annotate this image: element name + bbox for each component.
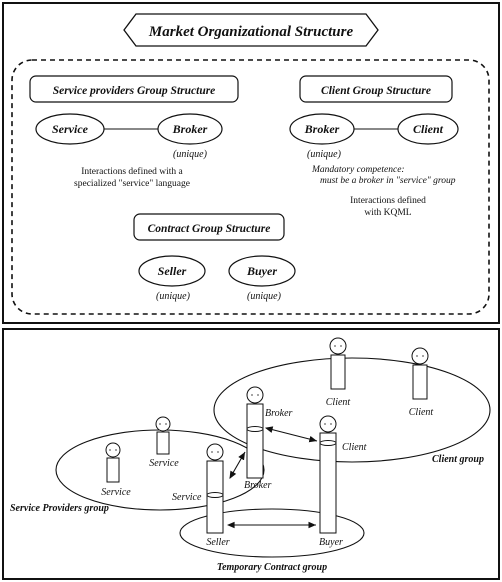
seller-role-label: Seller bbox=[158, 264, 187, 278]
service-role-ellipse bbox=[35, 113, 105, 145]
mandatory-competence-line2: must be a broker in "service" group bbox=[320, 176, 456, 186]
service-agent-2-label: Service bbox=[101, 487, 131, 498]
service-group-structure-title: Service providers Group Structure bbox=[53, 85, 216, 97]
service-role-label: Service bbox=[52, 122, 89, 136]
temporary-contract-group-ellipse bbox=[179, 508, 365, 558]
temporary-contract-group-label: Temporary Contract group bbox=[217, 562, 327, 573]
buyer-client-agent-label: Client bbox=[342, 442, 367, 453]
contract-group-structure-title: Contract Group Structure bbox=[148, 223, 271, 235]
service-group-structure-box bbox=[29, 75, 239, 103]
client-group-structure-title: Client Group Structure bbox=[321, 85, 431, 97]
seller-service-agent bbox=[206, 443, 224, 534]
mandatory-competence-line1: Mandatory competence: bbox=[311, 165, 405, 175]
service-agent-1-label: Service bbox=[149, 458, 179, 469]
client-agent-2 bbox=[411, 347, 429, 400]
service-language-note-2: specialized "service" language bbox=[74, 179, 190, 189]
client-group-structure-box bbox=[299, 75, 453, 103]
client-agent-1-label: Client bbox=[326, 397, 351, 408]
kqml-note-line1: Interactions defined bbox=[350, 195, 426, 206]
service-agent-1 bbox=[155, 416, 171, 455]
client-broker-role-label: Broker bbox=[304, 122, 340, 136]
seller-agent-label: Seller bbox=[206, 537, 229, 548]
diagram-title: Market Organizational Structure bbox=[148, 24, 354, 40]
broker-unique-note: (unique) bbox=[173, 149, 208, 160]
market-dashed-boundary bbox=[11, 59, 490, 315]
buyer-role-ellipse bbox=[228, 255, 296, 287]
seller-service-agent-service-label: Service bbox=[172, 492, 202, 503]
client-broker-unique-note: (unique) bbox=[307, 149, 342, 160]
client-group-ellipse bbox=[213, 357, 491, 463]
buyer-agent-label: Buyer bbox=[319, 537, 343, 548]
contract-group-structure-box bbox=[133, 213, 285, 241]
bottom-panel bbox=[2, 328, 500, 580]
seller-role-ellipse bbox=[138, 255, 206, 287]
service-providers-group-label: Service Providers group bbox=[10, 503, 109, 514]
title-banner bbox=[123, 13, 379, 47]
top-panel bbox=[2, 2, 500, 324]
client-agent-1 bbox=[329, 337, 347, 390]
buyer-unique-note: (unique) bbox=[247, 291, 282, 302]
broker-role-label: Broker bbox=[172, 122, 208, 136]
broker-agent-bottom-label: Broker bbox=[244, 480, 272, 491]
client-role-ellipse bbox=[397, 113, 459, 145]
client-agent-2-label: Client bbox=[409, 407, 434, 418]
service-agent-2 bbox=[105, 442, 121, 483]
seller-unique-note: (unique) bbox=[156, 291, 191, 302]
service-broker-arrow bbox=[229, 451, 246, 479]
client-role-label: Client bbox=[413, 122, 444, 136]
buyer-client-agent bbox=[319, 415, 337, 534]
broker-agent-top-label: Broker bbox=[265, 408, 293, 419]
broker-client-arrow bbox=[264, 426, 318, 443]
broker-role-ellipse bbox=[157, 113, 223, 145]
kqml-note-line2: with KQML bbox=[364, 208, 411, 218]
client-broker-role-ellipse bbox=[289, 113, 355, 145]
buyer-role-label: Buyer bbox=[246, 264, 277, 278]
broker-agent bbox=[246, 386, 264, 479]
service-language-note-1: Interactions defined with a bbox=[81, 166, 183, 177]
client-group-label: Client group bbox=[432, 454, 484, 465]
